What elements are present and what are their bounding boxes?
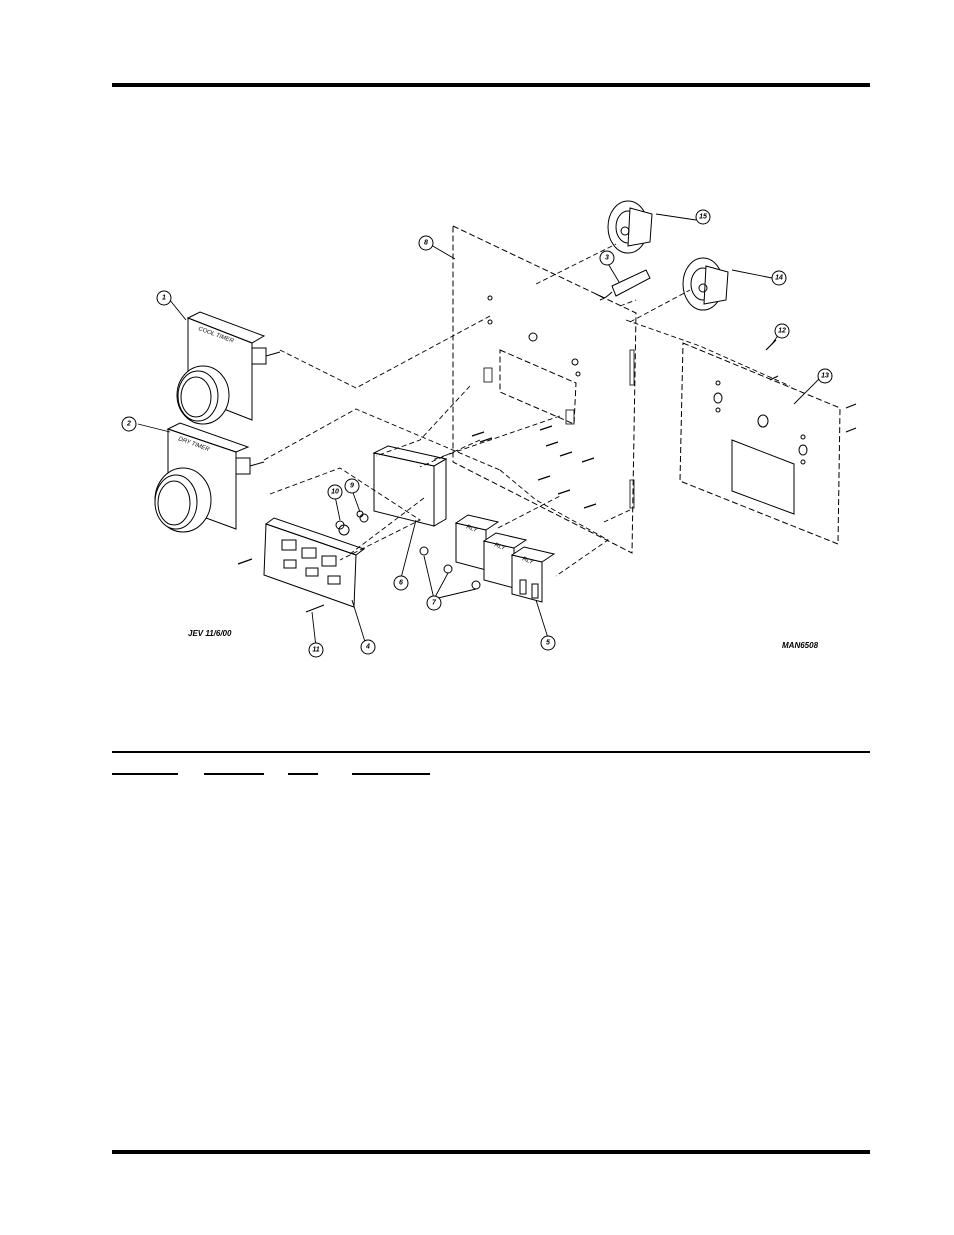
svg-text:12: 12 — [778, 328, 786, 335]
nuts — [335, 510, 481, 590]
switch-label: RLY — [465, 524, 478, 534]
svg-text:11: 11 — [312, 647, 319, 654]
exploded-parts-diagram: COOL TIMER DRY TIMER RLY RLY RLY 1 2 3 4… — [121, 200, 857, 658]
column-header-underline — [204, 773, 264, 775]
callout-6: 6 — [393, 575, 409, 591]
callout-11: 11 — [308, 642, 324, 658]
svg-text:13: 13 — [821, 373, 829, 380]
switch-label: RLY — [521, 556, 534, 566]
column-header-underline — [352, 773, 430, 775]
panel-bracket — [499, 349, 577, 425]
svg-text:1: 1 — [162, 295, 166, 302]
column-header-underline — [112, 773, 178, 775]
terminal-block — [372, 445, 448, 527]
svg-text:6: 6 — [399, 580, 403, 587]
svg-text:3: 3 — [605, 255, 609, 262]
callouts: 1 2 3 4 5 6 7 8 9 10 11 12 13 14 15 — [121, 209, 833, 658]
callout-9: 9 — [344, 478, 360, 494]
svg-text:5: 5 — [546, 640, 550, 647]
front-overlay — [679, 342, 841, 545]
callout-12: 12 — [774, 323, 790, 339]
svg-text:2: 2 — [126, 421, 131, 428]
svg-text:14: 14 — [775, 275, 783, 282]
callout-13: 13 — [817, 368, 833, 384]
callout-10: 10 — [327, 484, 343, 500]
svg-text:15: 15 — [699, 214, 707, 221]
header-rule — [112, 83, 870, 87]
callout-5: 5 — [540, 635, 556, 651]
svg-text:4: 4 — [365, 644, 370, 651]
drawing-date: JEV 11/6/00 — [188, 629, 232, 638]
callout-15: 15 — [695, 209, 711, 225]
callout-3: 3 — [599, 250, 615, 266]
knob-14 — [682, 257, 729, 311]
leader-lines — [137, 213, 821, 648]
knob-15 — [607, 200, 653, 254]
dry-timer-label: DRY TIMER — [177, 436, 210, 453]
callout-2: 2 — [121, 416, 137, 432]
section-divider — [112, 751, 870, 753]
svg-text:8: 8 — [424, 240, 428, 247]
callout-14: 14 — [771, 270, 787, 286]
relay-switches — [454, 514, 556, 603]
callout-4: 4 — [360, 639, 376, 655]
assembly-lines — [263, 243, 791, 577]
svg-text:10: 10 — [331, 489, 339, 496]
callout-1: 1 — [156, 290, 172, 306]
footer-rule — [112, 1150, 870, 1154]
screws — [237, 339, 857, 613]
svg-text:7: 7 — [432, 600, 437, 607]
callout-8: 8 — [418, 235, 434, 251]
svg-text:9: 9 — [350, 483, 354, 490]
callout-7: 7 — [426, 595, 442, 611]
drawing-number: MAN6508 — [782, 641, 819, 650]
dry-timer — [154, 422, 265, 533]
fuse-holder — [595, 269, 651, 301]
cool-timer — [176, 311, 281, 425]
column-header-underline — [288, 773, 318, 775]
control-panel-plate — [452, 225, 637, 554]
switch-label: RLY — [493, 542, 506, 552]
